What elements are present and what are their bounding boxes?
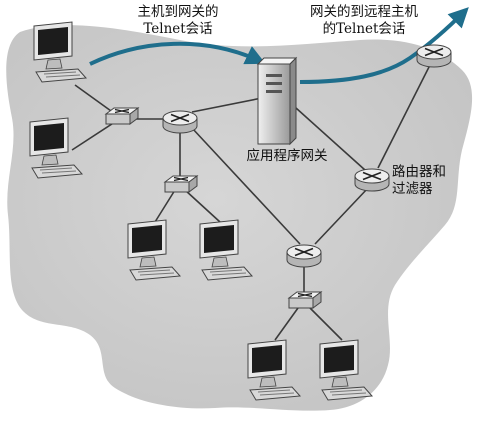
session-arrow-host-to-gateway <box>89 41 266 66</box>
link-router1-router4 <box>191 127 301 245</box>
link-switch3-host6 <box>309 307 343 341</box>
router-icon <box>286 244 322 268</box>
label-gateway-to-remote-line1: 网关的到远程主机 <box>310 4 418 20</box>
link-server-router2 <box>295 107 366 171</box>
network-region <box>6 25 473 411</box>
desktop-computer-icon <box>127 219 182 281</box>
desktop-computer-icon <box>319 339 374 401</box>
label-router-and-filter: 路由器和 过滤器 <box>392 164 468 198</box>
tower-server-icon <box>256 56 298 146</box>
ethernet-switch-icon <box>104 107 140 125</box>
link-switch2-host4 <box>184 189 221 223</box>
label-gateway-to-remote-session: 网关的到远程主机 的Telnet会话 <box>294 4 434 38</box>
ethernet-switch-icon <box>287 291 323 309</box>
session-arrow-gateway-to-remote <box>299 7 469 84</box>
link-switch2-host3 <box>154 189 176 223</box>
label-router-and-filter-line2: 过滤器 <box>392 181 433 197</box>
label-gateway-to-remote-line2: 的Telnet会话 <box>322 21 406 37</box>
network-links <box>71 64 431 341</box>
router-icon <box>162 110 198 134</box>
desktop-computer-icon <box>199 219 254 281</box>
link-switch3-host5 <box>274 307 299 341</box>
link-host2-switch <box>71 119 119 151</box>
label-host-to-gateway-session: 主机到网关的 Telnet会话 <box>118 4 238 38</box>
desktop-computer-icon <box>29 117 84 179</box>
label-host-to-gateway-line2: Telnet会话 <box>143 21 213 37</box>
router-icon <box>416 44 452 68</box>
link-router2-router4 <box>314 187 369 245</box>
desktop-computer-icon <box>247 339 302 401</box>
link-router2-router3 <box>377 64 431 169</box>
ethernet-switch-icon <box>163 175 199 193</box>
label-router-and-filter-line1: 路由器和 <box>392 164 446 180</box>
desktop-computer-icon <box>33 21 88 83</box>
label-application-gateway: 应用程序网关 <box>246 148 328 164</box>
link-router1-server <box>191 97 263 113</box>
router-icon <box>354 168 390 192</box>
label-host-to-gateway-line1: 主机到网关的 <box>137 4 219 20</box>
